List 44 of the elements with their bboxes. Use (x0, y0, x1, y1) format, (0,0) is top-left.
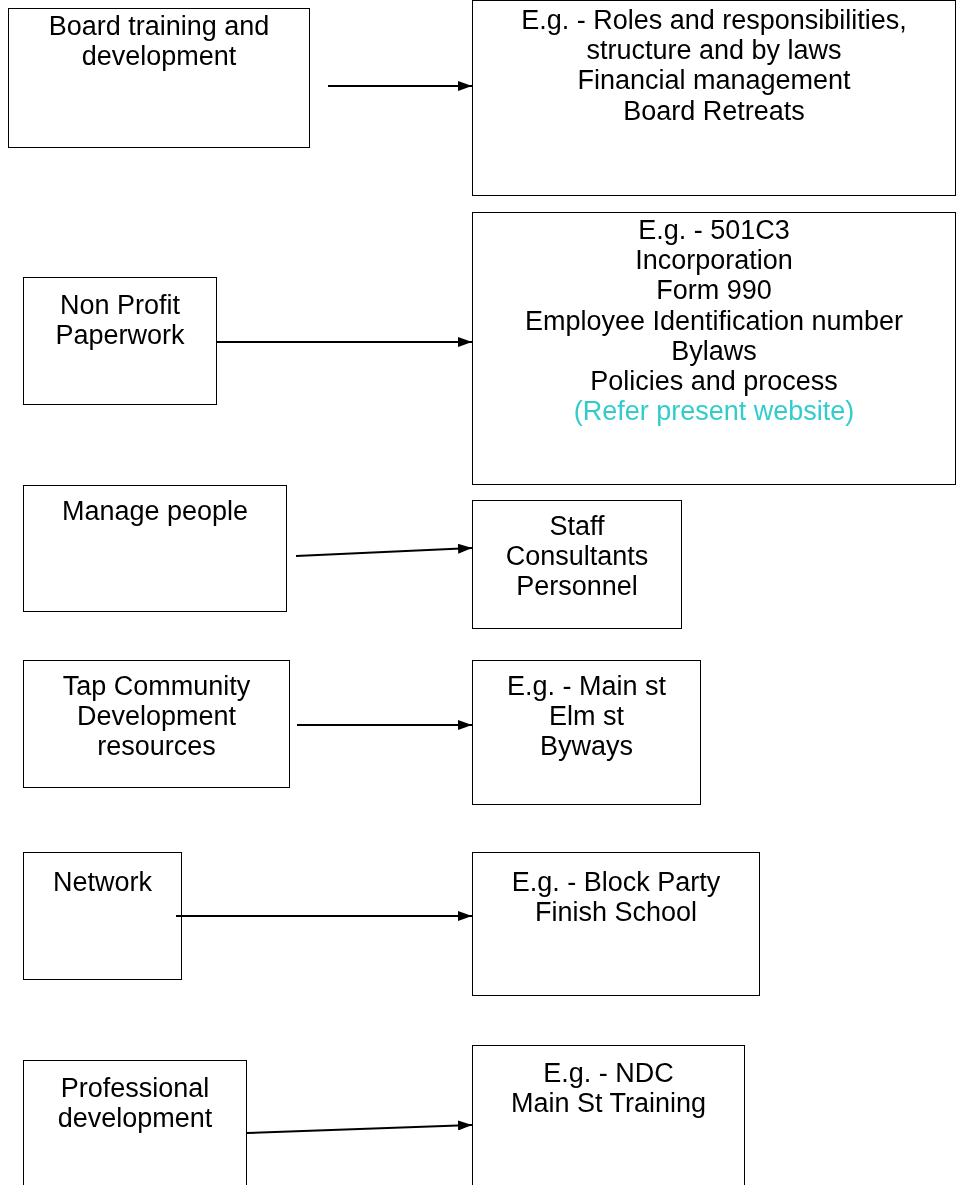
text-box (23, 485, 287, 612)
text-box (23, 277, 217, 405)
text-box (8, 8, 310, 148)
text-box (23, 1060, 247, 1185)
box-text: Form 990 (656, 275, 772, 306)
box-text: Policies and process (590, 366, 838, 397)
box-text: Elm st (549, 701, 624, 732)
text-box (23, 852, 182, 980)
arrow (216, 337, 473, 347)
text-box (472, 1045, 745, 1185)
box-text: Network (53, 867, 152, 898)
arrow (175, 911, 473, 921)
box-text: Consultants (505, 541, 649, 572)
box-text: E.g. - Main st (506, 671, 666, 702)
box-text: Main St Training (510, 1088, 707, 1119)
box-text: Bylaws (671, 335, 757, 367)
arrow (327, 81, 473, 91)
box-text: Professional development (56, 1073, 214, 1134)
text-box (23, 660, 290, 788)
text-box (472, 0, 956, 196)
arrow (295, 543, 473, 557)
arrow (296, 720, 473, 730)
box-text: Board training and development (47, 11, 271, 72)
box-text: Employee Identification number (524, 305, 904, 336)
box-text: Tap Community Development resources (61, 671, 252, 762)
box-text: E.g. - 501C3 (638, 215, 790, 246)
box-text: E.g. - NDC (543, 1058, 674, 1089)
text-box (472, 852, 760, 996)
box-text: Incorporation (635, 245, 793, 276)
box-text: Byways (540, 731, 633, 762)
box-text: Financial management (577, 65, 851, 96)
box-text: E.g. - Roles and responsibilities, structure and by laws (520, 5, 908, 66)
text-box (472, 660, 701, 805)
arrow (246, 1120, 473, 1134)
text-box (472, 500, 682, 629)
box-text: Board Retreats (623, 95, 805, 126)
box-text: Staff (549, 511, 605, 542)
box-text: Finish School (534, 897, 698, 928)
box-text: E.g. - Block Party (511, 867, 721, 898)
box-text: Non Profit Paperwork (54, 290, 186, 351)
box-text: Personnel (516, 571, 638, 602)
text-box (472, 212, 956, 485)
box-text: Manage people (61, 496, 249, 527)
box-text: (Refer present website) (573, 396, 855, 427)
